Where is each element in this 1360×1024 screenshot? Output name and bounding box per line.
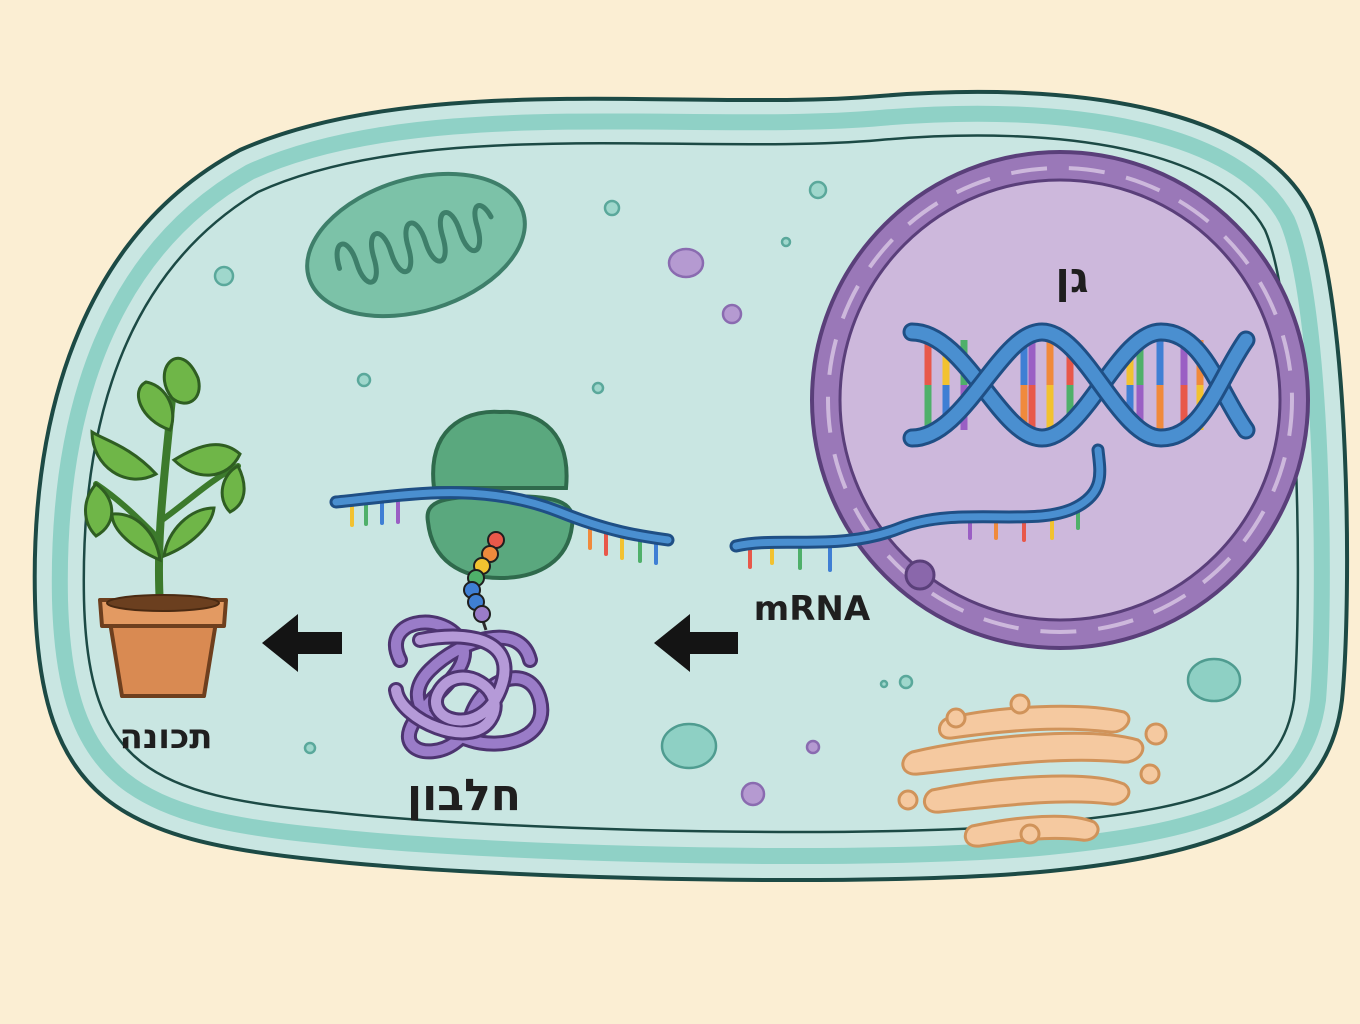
golgi-vesicle bbox=[1009, 693, 1031, 715]
golgi-apparatus bbox=[897, 693, 1168, 848]
leaf bbox=[162, 356, 201, 405]
mrna-backbone bbox=[732, 446, 1104, 550]
golgi-vesicle bbox=[897, 789, 919, 811]
pot-soil bbox=[106, 594, 220, 612]
polypeptide-chain bbox=[463, 531, 505, 631]
nucleus-interior bbox=[838, 178, 1282, 622]
vesicle bbox=[356, 372, 372, 388]
golgi-vesicle bbox=[945, 707, 967, 729]
vesicle bbox=[303, 741, 317, 755]
vesicle bbox=[879, 679, 889, 689]
arrow-protein-to-trait bbox=[262, 614, 342, 672]
golgi-cisterna bbox=[901, 731, 1145, 776]
vesicle bbox=[660, 722, 718, 770]
vesicle bbox=[740, 781, 766, 807]
nucleus: גן bbox=[810, 150, 1310, 650]
golgi-vesicle bbox=[1139, 763, 1161, 785]
ribosome-large-subunit bbox=[431, 409, 569, 490]
vesicle bbox=[591, 381, 605, 395]
vesicle bbox=[780, 236, 792, 248]
vesicles bbox=[213, 180, 1242, 807]
golgi-cisterna bbox=[923, 774, 1131, 814]
leaf bbox=[84, 481, 114, 538]
vesicle bbox=[808, 180, 828, 200]
arrow-mrna-to-protein bbox=[654, 614, 738, 672]
vesicle bbox=[667, 247, 705, 279]
vesicle bbox=[1186, 657, 1242, 703]
leaf bbox=[110, 512, 162, 563]
leaf bbox=[220, 463, 246, 514]
ribosome-mrna bbox=[332, 489, 672, 544]
leaf bbox=[136, 380, 175, 432]
gene-label: גן bbox=[1055, 253, 1088, 302]
golgi-vesicle bbox=[1144, 722, 1168, 746]
vesicle bbox=[603, 199, 621, 217]
leaf bbox=[162, 506, 216, 559]
cell-inner-border bbox=[82, 134, 1300, 834]
nuclear-pore bbox=[904, 559, 936, 591]
mitochondrion bbox=[305, 171, 527, 319]
mrna-label: mRNA bbox=[754, 589, 871, 629]
trait-label: תכונה bbox=[120, 717, 213, 757]
folded-protein bbox=[388, 614, 550, 760]
protein-label: חלבון bbox=[407, 770, 521, 821]
pot-body bbox=[108, 620, 218, 698]
leaf bbox=[171, 443, 242, 477]
cell-membrane-band bbox=[51, 105, 1330, 865]
amino-acid bbox=[473, 605, 491, 623]
vesicle bbox=[213, 265, 235, 287]
golgi-vesicle bbox=[1019, 823, 1041, 845]
vesicle bbox=[805, 739, 821, 755]
potted-plant bbox=[84, 356, 246, 698]
ribosome-translation bbox=[329, 409, 675, 631]
nucleus-pores bbox=[826, 166, 1294, 634]
vesicle bbox=[721, 303, 743, 325]
dna-strand-2-fill bbox=[905, 325, 1253, 445]
vesicle bbox=[898, 674, 914, 690]
golgi-cisterna bbox=[938, 704, 1131, 740]
mrna-strand bbox=[729, 443, 1107, 572]
leaf bbox=[90, 429, 159, 481]
